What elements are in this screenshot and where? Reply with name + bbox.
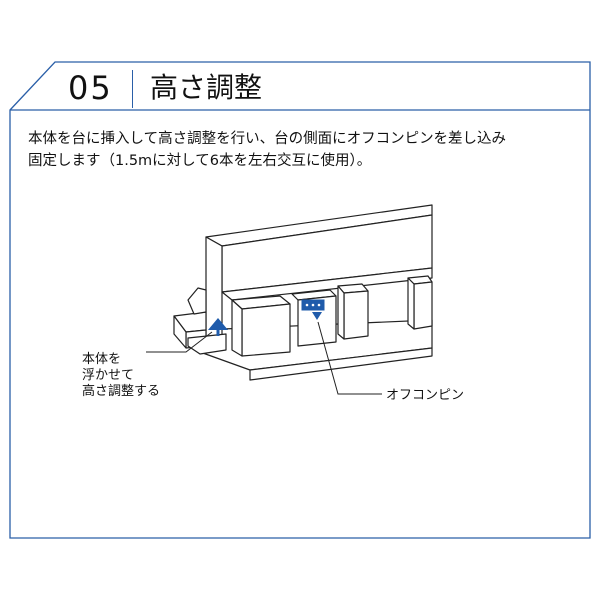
callout-lift-line-1: 本体を	[82, 352, 122, 367]
callout-lift-line-3: 高さ調整する	[82, 384, 161, 399]
callout-offcon-pin: オフコンピン	[386, 388, 465, 403]
left-bracket	[173, 287, 227, 355]
callout-lift: 本体を 浮かせて 高さ調整する	[82, 352, 160, 400]
pin-dot-1	[305, 303, 309, 307]
callout-lift-line-2: 浮かせて	[82, 368, 135, 383]
leader-line-left	[146, 331, 213, 353]
lift-arrow-icon	[208, 318, 228, 330]
pin-dot-2	[311, 303, 315, 307]
pin-dot-3	[317, 303, 321, 307]
leader-line-right	[317, 321, 382, 395]
title-divider	[132, 70, 133, 108]
panel-frame	[9, 61, 591, 539]
instructions-line-1: 本体を台に挿入して高さ調整を行い、台の側面にオフコンピンを差し込み	[28, 131, 507, 147]
step-number: 05	[68, 69, 113, 107]
pin-arrow-icon	[312, 312, 322, 320]
step-title: 高さ調整	[150, 71, 263, 104]
instructions-text: 本体を台に挿入して高さ調整を行い、台の側面にオフコンピンを差し込み 固定します（…	[28, 128, 578, 172]
support-blocks	[231, 275, 433, 357]
channel	[221, 267, 433, 301]
instructions-line-2: 固定します（1.5mに対して6本を左右交互に使用）。	[28, 153, 372, 169]
